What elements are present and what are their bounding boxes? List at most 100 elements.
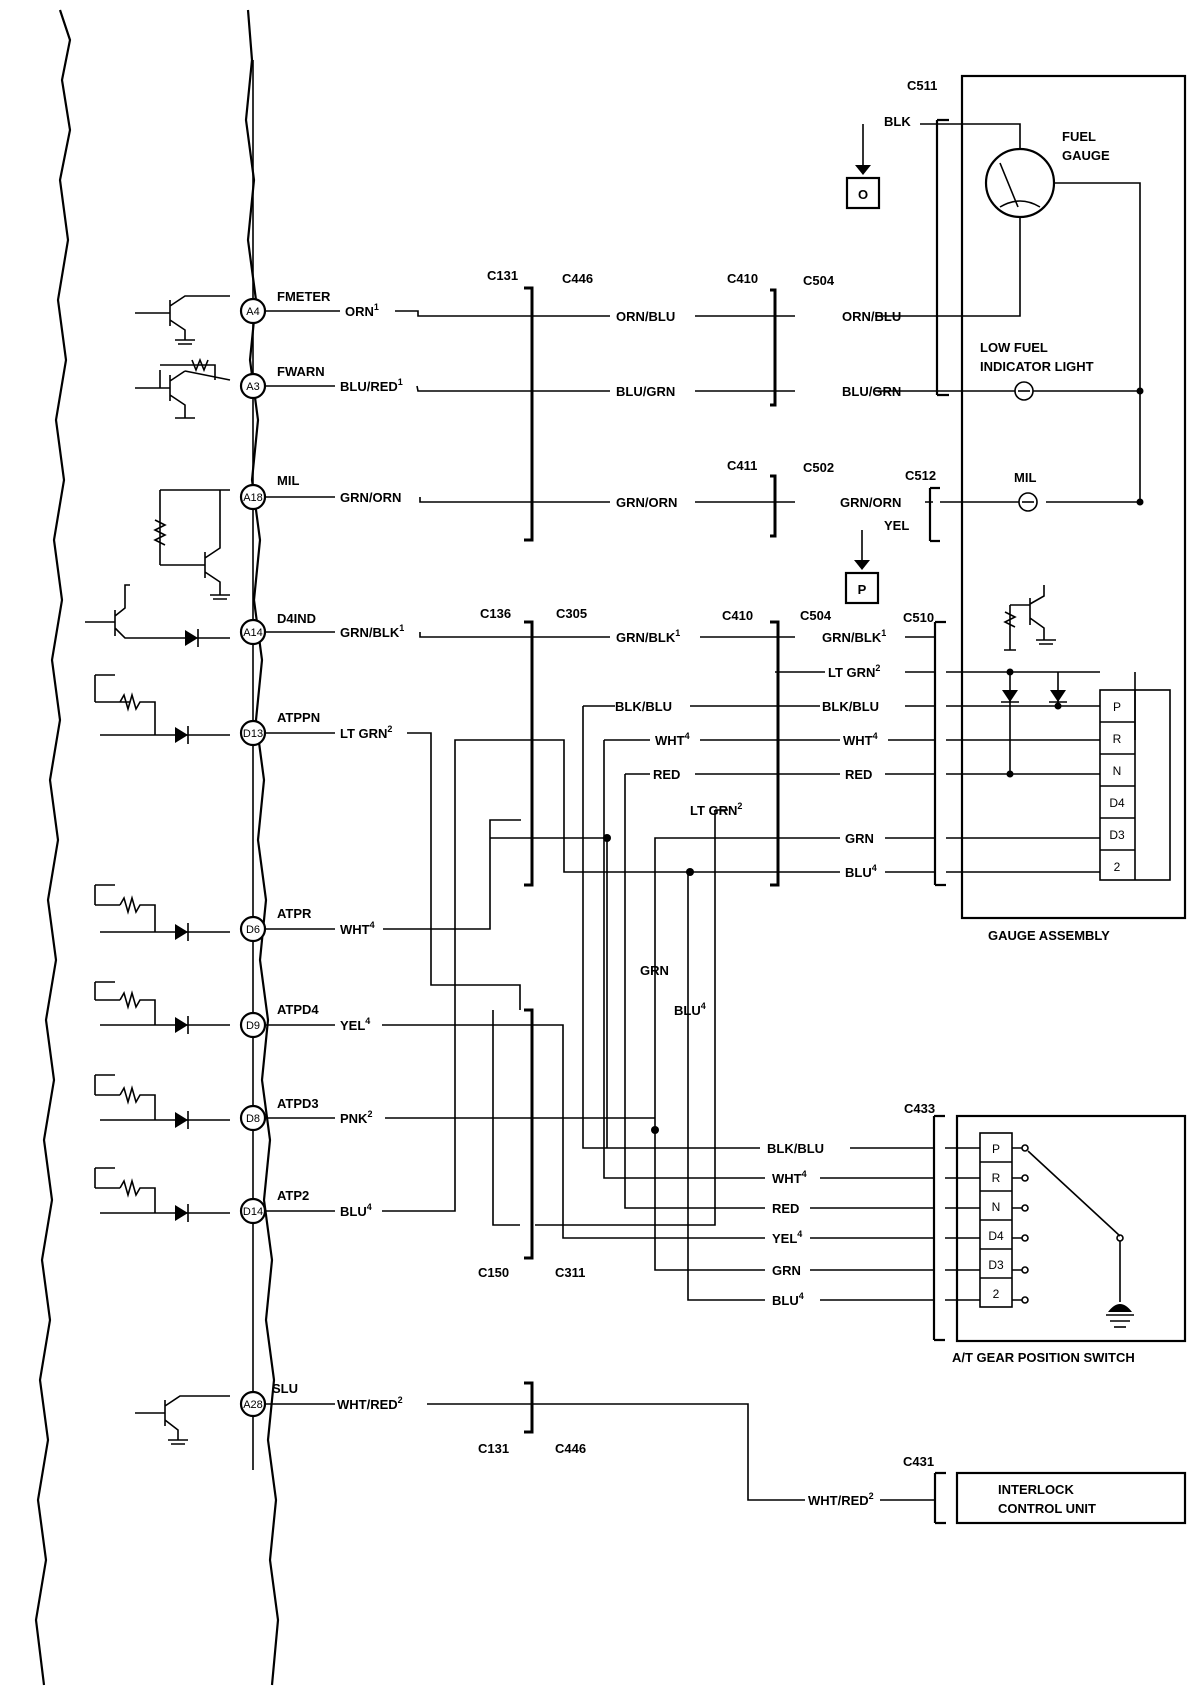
pin-label-d4ind: D4IND	[277, 611, 316, 626]
conn-c411: C411	[727, 458, 757, 473]
label-blk-blu-a: BLK/BLU	[615, 699, 672, 714]
switch-pos-p: P	[992, 1142, 1000, 1156]
label-grn-r: GRN	[845, 831, 874, 846]
pin-a18: A18	[239, 483, 267, 511]
label-blu-grn-b: BLU/GRN	[842, 384, 901, 399]
label-red-a: RED	[653, 767, 680, 782]
conn-c150: C150	[478, 1265, 509, 1280]
label-grn-vert: GRN	[640, 963, 669, 978]
switch-pos-2: 2	[993, 1287, 1000, 1301]
label-grn-orn-a: GRN/ORN	[616, 495, 677, 510]
low-fuel-label-2: INDICATOR LIGHT	[980, 359, 1094, 374]
pin-label-atppn: ATPPN	[277, 710, 320, 725]
label-wht-red-b: WHT/RED2	[808, 1491, 874, 1508]
conn-c446-top: C446	[562, 271, 593, 286]
label-sw-yel: YEL4	[772, 1229, 802, 1246]
label-sw-wht: WHT4	[772, 1169, 807, 1186]
switch-pos-d4: D4	[988, 1229, 1004, 1243]
svg-text:D14: D14	[243, 1206, 263, 1218]
pin-d8: D8	[239, 1104, 267, 1132]
pin-a4: A4	[239, 297, 267, 325]
switch-pos-d3: D3	[988, 1258, 1004, 1272]
pin-label-atpd4: ATPD4	[277, 1002, 319, 1017]
gauge-pos-p: P	[1113, 700, 1121, 714]
gauge-assembly: FUEL GAUGE LOW FUEL INDICATOR LIGHT MIL	[920, 74, 1187, 943]
label-blu-r: BLU4	[845, 863, 877, 880]
conn-c504-top: C504	[803, 273, 835, 288]
label-blk-blu-b: BLK/BLU	[822, 699, 879, 714]
pin-d14: D14	[239, 1197, 267, 1225]
ecu-pins: A4 A3 A18 A14 D13 D6 D9 D8 D14 A28	[239, 297, 267, 1418]
switch-pos-r: R	[992, 1171, 1001, 1185]
pin-label-fmeter: FMETER	[277, 289, 331, 304]
connector-bars	[524, 118, 949, 1525]
fuel-gauge-label-1: FUEL	[1062, 129, 1096, 144]
conn-c305: C305	[556, 606, 587, 621]
label-wht-a: WHT4	[655, 731, 690, 748]
low-fuel-label-1: LOW FUEL	[980, 340, 1048, 355]
pin-label-atpd3: ATPD3	[277, 1096, 319, 1111]
conn-c131-top: C131	[487, 268, 518, 283]
svg-text:A3: A3	[246, 381, 259, 393]
ground-o: O	[858, 187, 868, 202]
conn-c431: C431	[903, 1454, 934, 1469]
label-red-b: RED	[845, 767, 872, 782]
gauge-pos-r: R	[1113, 732, 1122, 746]
conn-c433: C433	[904, 1101, 935, 1116]
label-orn-blu-a: ORN/BLU	[616, 309, 675, 324]
label-wht-b: WHT4	[843, 731, 878, 748]
conn-c446-bot: C446	[555, 1441, 586, 1456]
svg-text:D13: D13	[243, 728, 263, 740]
pin-a28: A28	[239, 1390, 267, 1418]
label-yel: YEL	[884, 518, 909, 533]
pin-d13: D13	[239, 719, 267, 747]
wire-label-grn-orn: GRN/ORN	[340, 490, 401, 505]
conn-c510: C510	[903, 610, 934, 625]
svg-text:A4: A4	[246, 306, 259, 318]
ecu-wire-labels: ORN1 BLU/RED1 GRN/ORN GRN/BLK1 LT GRN2 W…	[337, 302, 404, 1412]
label-grn-blk-a: GRN/BLK1	[616, 628, 680, 645]
interlock-label-1: INTERLOCK	[998, 1482, 1074, 1497]
svg-text:A14: A14	[243, 627, 263, 639]
label-lt-grn-r: LT GRN2	[828, 663, 880, 680]
conn-c504-mid: C504	[800, 608, 832, 623]
pin-label-atpr: ATPR	[277, 906, 312, 921]
gauge-assembly-label: GAUGE ASSEMBLY	[988, 928, 1110, 943]
gauge-pos-2: 2	[1114, 860, 1121, 874]
label-grn-orn-b: GRN/ORN	[840, 495, 901, 510]
pin-label-atp2: ATP2	[277, 1188, 309, 1203]
pin-d6: D6	[239, 915, 267, 943]
svg-text:D8: D8	[246, 1113, 260, 1125]
conn-c131-bot: C131	[478, 1441, 509, 1456]
interlock-unit: INTERLOCK CONTROL UNIT	[955, 1471, 1187, 1525]
conn-c512: C512	[905, 468, 936, 483]
pin-labels: FMETER FWARN MIL D4IND ATPPN ATPR ATPD4 …	[272, 289, 331, 1396]
connector-labels: C131 C446 C410 C504 C411 C502 C512 C511 …	[478, 78, 937, 1469]
label-blu-vert: BLU4	[674, 1001, 706, 1018]
conn-c410-top: C410	[727, 271, 758, 286]
label-sw-blk-blu: BLK/BLU	[767, 1141, 824, 1156]
svg-text:A28: A28	[243, 1399, 263, 1411]
pin-label-fwarn: FWARN	[277, 364, 325, 379]
label-sw-blu: BLU4	[772, 1291, 804, 1308]
label-sw-red: RED	[772, 1201, 799, 1216]
ecu-driver-circuits	[85, 295, 231, 1445]
pin-label-slu: SLU	[272, 1381, 298, 1396]
wire-label-orn: ORN1	[345, 302, 379, 319]
ground-refs: O P	[844, 124, 881, 605]
conn-c511: C511	[907, 78, 937, 93]
conn-c136: C136	[480, 606, 511, 621]
label-blu-grn-a: BLU/GRN	[616, 384, 675, 399]
wire-label-wht-red: WHT/RED2	[337, 1395, 403, 1412]
wire-label-pnk: PNK2	[340, 1109, 372, 1126]
conn-c311: C311	[555, 1265, 585, 1280]
gauge-pos-d4: D4	[1109, 796, 1125, 810]
ecu-body	[34, 9, 280, 1686]
conn-c410-mid: C410	[722, 608, 753, 623]
svg-text:D6: D6	[246, 924, 260, 936]
conn-c502: C502	[803, 460, 834, 475]
label-blk: BLK	[884, 114, 911, 129]
interlock-label-2: CONTROL UNIT	[998, 1501, 1096, 1516]
pin-a14: A14	[239, 618, 267, 646]
gear-position-switch: P R N D4 D3 2 A/T GEAR POSITION SWITCH	[945, 1114, 1187, 1365]
